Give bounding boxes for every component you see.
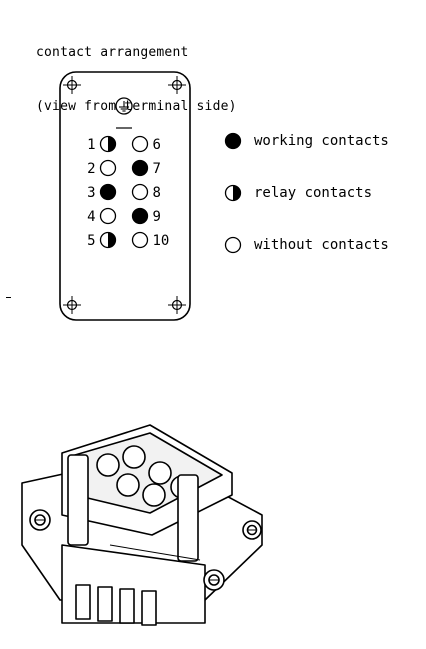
title-line-2: (view from terminal side) — [36, 99, 237, 114]
working-contact-icon — [131, 207, 149, 225]
contacts-layer: 1 2 3 4 5 6 7 8 9 10 — [87, 135, 170, 249]
mounting-screw-icon — [168, 76, 186, 94]
insert-plate-outline — [59, 71, 191, 321]
contact-2: 2 — [87, 159, 117, 177]
mounting-screw-icon — [63, 296, 81, 314]
legend-item-working: working contacts — [224, 131, 389, 151]
contact-number: 6 — [153, 137, 161, 153]
contact-number: 2 — [87, 161, 95, 177]
legend-label-working: working contacts — [254, 133, 389, 149]
contact-number: 3 — [87, 185, 95, 201]
contact-number: 10 — [153, 233, 170, 249]
mounting-screw-icon — [63, 76, 81, 94]
contact-number: 1 — [87, 137, 95, 153]
title-line-1: contact arrangement — [36, 45, 189, 60]
legend-label-relay: relay contacts — [254, 185, 373, 201]
legend-item-relay: relay contacts — [224, 183, 372, 203]
connector-insert-illustration — [21, 424, 263, 626]
contact-10: 10 — [131, 231, 170, 249]
without-contact-icon — [131, 183, 149, 201]
without-contact-icon — [99, 159, 117, 177]
contact-number: 4 — [87, 209, 95, 225]
contact-9: 9 — [131, 207, 161, 225]
contact-6: 6 — [131, 135, 161, 153]
legend-item-without: without contacts — [224, 235, 389, 255]
contact-5: 5 — [87, 231, 117, 249]
without-contact-icon — [99, 207, 117, 225]
contact-3: 3 — [87, 183, 117, 201]
contact-7: 7 — [131, 159, 161, 177]
contact-number: 9 — [153, 209, 161, 225]
working-contact-icon — [99, 183, 117, 201]
without-contact-icon — [131, 135, 149, 153]
working-contact-icon — [131, 159, 149, 177]
contact-arrangement-diagram: 1 2 3 4 5 6 7 8 9 10 — [59, 71, 191, 321]
contact-1: 1 — [87, 135, 117, 153]
relay-contact-icon — [224, 184, 242, 202]
contact-number: 5 — [87, 233, 95, 249]
diagram-title: contact arrangement (view from terminal … — [36, 8, 237, 134]
mounting-screw-icon — [168, 296, 186, 314]
contact-number: 8 — [153, 185, 161, 201]
relay-half-fill — [108, 136, 116, 152]
relay-half-fill — [108, 232, 116, 248]
contact-8: 8 — [131, 183, 161, 201]
dimension-tick — [6, 297, 11, 298]
without-contact-icon — [131, 231, 149, 249]
legend-label-without: without contacts — [254, 237, 389, 253]
ground-symbol-icon — [115, 97, 133, 115]
contact-number: 7 — [153, 161, 161, 177]
contact-4: 4 — [87, 207, 117, 225]
working-contact-icon — [224, 132, 242, 150]
without-contact-icon — [224, 236, 242, 254]
